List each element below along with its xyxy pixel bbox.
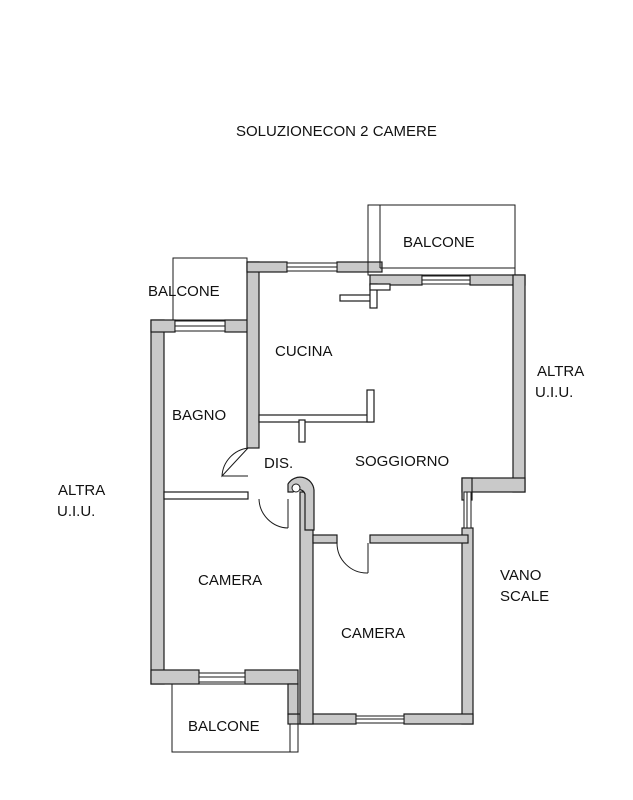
room-label-balcone-bottom: BALCONE bbox=[188, 718, 260, 735]
label-vano-2: SCALE bbox=[500, 588, 550, 605]
room-label-dis: DIS. bbox=[264, 455, 294, 472]
room-label-camera-left: CAMERA bbox=[198, 572, 263, 589]
wall-bagno-top-left bbox=[150, 319, 176, 333]
label-altra-left-2: U.I.U. bbox=[57, 503, 96, 520]
room-label-balcone-top-left: BALCONE bbox=[148, 283, 220, 300]
label-altra-right-1: ALTRA bbox=[537, 363, 585, 380]
closet-pole bbox=[291, 483, 301, 493]
wall-camera-left-bottom-b bbox=[244, 669, 299, 685]
wall-bottom-notch bbox=[287, 683, 299, 715]
room-label-camera-right: CAMERA bbox=[341, 625, 406, 642]
room-label-soggiorno: SOGGIORNO bbox=[355, 453, 450, 470]
label-altra-left-1: ALTRA bbox=[58, 482, 106, 499]
label-vano-1: VANO bbox=[500, 567, 542, 584]
balcone-bottom-outline bbox=[171, 683, 299, 753]
partition-stub bbox=[298, 419, 306, 443]
label-altra-right-2: U.I.U. bbox=[535, 384, 574, 401]
balcone-top-left-outline bbox=[172, 257, 248, 321]
partition-cucina-soggiorno-b bbox=[366, 389, 375, 423]
door-bagno-swing bbox=[221, 447, 250, 478]
balcone-top-right-outline bbox=[367, 204, 516, 276]
wall-camera-right-top-a bbox=[312, 534, 338, 544]
partition-cucina-soggiorno-a bbox=[258, 414, 373, 423]
wall-camera-left-bottom-a bbox=[150, 669, 200, 685]
partition-bagno-camera bbox=[163, 491, 249, 500]
partition-cucina-nook-a bbox=[339, 294, 372, 302]
wall-camera-right-top-b bbox=[369, 534, 469, 544]
partition-cucina-nook-c bbox=[369, 283, 391, 291]
room-label-bagno: BAGNO bbox=[172, 407, 227, 424]
room-label-balcone-top-right: BALCONE bbox=[403, 234, 475, 251]
wall-left-outer bbox=[150, 319, 165, 685]
door-camera-left-swing bbox=[258, 498, 289, 529]
wall-cucina-top-right bbox=[336, 261, 383, 273]
wall-cucina-top-left bbox=[246, 261, 288, 273]
wall-soggiorno-right bbox=[512, 274, 526, 493]
wall-cucina-left bbox=[246, 261, 260, 449]
wall-camera-right-bottom-b bbox=[403, 713, 474, 725]
room-label-cucina: CUCINA bbox=[275, 343, 333, 360]
page-title: SOLUZIONECON 2 CAMERE bbox=[236, 123, 437, 140]
wall-camera-right-east bbox=[461, 527, 474, 725]
door-camera-right-swing bbox=[336, 542, 369, 574]
